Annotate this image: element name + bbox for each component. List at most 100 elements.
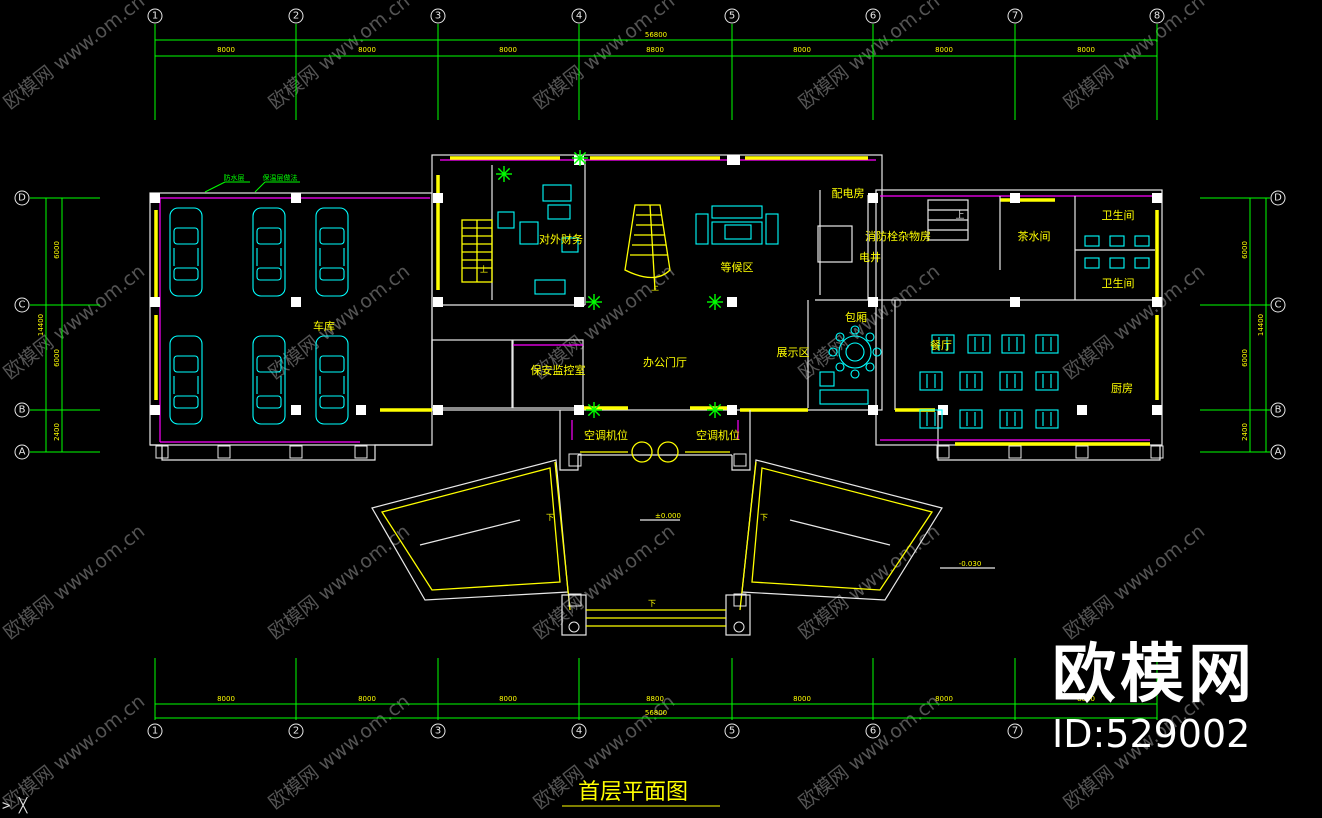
column (1152, 405, 1162, 415)
axis-label-6-bottom: 6 (870, 726, 876, 737)
dining-table (919, 371, 943, 391)
room-dining: 餐厅 (930, 338, 952, 352)
watermark-text: 欧模网 www.om.cn (265, 690, 415, 814)
svg-text:8000: 8000 (793, 695, 811, 703)
dining-table (999, 371, 1023, 391)
stairs: 上 上 上 (461, 199, 969, 292)
axis-label-8: 8 (1154, 11, 1160, 22)
axis-bubbles-bottom: 1 2 3 4 5 6 7 (147, 723, 1023, 739)
axis-label-D-right: D (1274, 193, 1282, 204)
axis-bubbles-right: D C B A (1270, 190, 1286, 460)
car (315, 335, 349, 425)
axis-bubbles-top: 1 2 3 4 5 6 7 8 (147, 8, 1165, 24)
garage-cars (169, 207, 349, 425)
column (868, 405, 878, 415)
room-fire-storage: 消防栓杂物房 (865, 229, 931, 243)
watermark-text: 欧模网 www.om.cn (265, 260, 415, 384)
dining-table (1035, 334, 1059, 354)
axis-label-A-left: A (19, 447, 26, 458)
axis-label-B-right: B (1275, 405, 1282, 416)
elevation-right: -0.030 (959, 560, 982, 568)
room-elevator: 电井 (859, 250, 881, 264)
room-tea: 茶水间 (1018, 230, 1051, 243)
plant-icon (586, 402, 602, 418)
dimensions-bottom: 8000 8000 8000 8800 8000 8000 8000 56800 (217, 695, 1095, 717)
svg-text:8000: 8000 (793, 46, 811, 54)
stair-up-center: 上 (651, 283, 659, 292)
room-garage: 车库 (313, 319, 335, 333)
svg-text:2400: 2400 (53, 423, 61, 441)
column-outline (1008, 445, 1022, 459)
ramp-down-right: 下 (760, 513, 768, 522)
dimensions-right: 6000 6000 2400 14400 (1241, 241, 1265, 441)
column (291, 297, 301, 307)
column-outline (733, 453, 747, 467)
svg-text:8000: 8000 (217, 46, 235, 54)
axis-label-4: 4 (576, 11, 582, 22)
dining-table (931, 334, 955, 354)
room-security: 保安监控室 (531, 363, 586, 377)
column (291, 405, 301, 415)
svg-text:2400: 2400 (1241, 423, 1249, 441)
column-outline (155, 445, 169, 459)
column (433, 405, 443, 415)
svg-text:6000: 6000 (53, 349, 61, 367)
svg-text:8000: 8000 (499, 46, 517, 54)
svg-text:8000: 8000 (499, 695, 517, 703)
svg-text:8000: 8000 (358, 46, 376, 54)
room-ac-right: 空调机位 (696, 428, 740, 442)
column (1010, 193, 1020, 203)
watermark-text: 欧模网 www.om.cn (530, 0, 680, 114)
dining-table (1001, 334, 1025, 354)
column-outline (568, 593, 582, 607)
wall-finish-lines (571, 420, 1150, 441)
column (938, 405, 948, 415)
column (150, 405, 160, 415)
dimensions-top: 8000 8000 8000 8800 8000 8000 8000 56800 (217, 31, 1095, 54)
room-ac-left: 空调机位 (584, 428, 628, 442)
column (1152, 193, 1162, 203)
axis-label-B-left: B (19, 405, 26, 416)
axis-label-1: 1 (152, 11, 158, 22)
watermark-text: 欧模网 www.om.cn (795, 520, 945, 644)
room-waiting: 等候区 (721, 260, 754, 274)
column (433, 297, 443, 307)
room-display: 展示区 (777, 346, 810, 359)
axis-label-7-bottom: 7 (1012, 726, 1018, 737)
axis-bubbles-left: D C B A (14, 190, 30, 460)
column (1077, 405, 1087, 415)
column-outline (217, 445, 231, 459)
watermark-text: 欧模网 www.om.cn (795, 690, 945, 814)
watermark-text: 欧模网 www.om.cn (1060, 520, 1210, 644)
svg-text:6000: 6000 (1241, 241, 1249, 259)
svg-text:8000: 8000 (1077, 695, 1095, 703)
plant-icon (707, 402, 723, 418)
axis-label-C-left: C (19, 300, 26, 311)
room-toilet-1: 卫生间 (1102, 208, 1135, 222)
room-labels: 车库 对外财务 等候区 配电房 消防栓杂物房 茶水间 卫生间 卫生间 电井 包厢… (313, 187, 1135, 608)
axis-label-5: 5 (729, 11, 735, 22)
svg-text:防水层: 防水层 (224, 173, 245, 182)
axis-label-5-bottom: 5 (729, 726, 735, 737)
elevation-center: ±0.000 (655, 512, 681, 520)
column-outline (354, 445, 368, 459)
svg-text:8800: 8800 (646, 46, 664, 54)
structural-columns (150, 155, 1164, 607)
room-lobby: 办公门厅 (643, 355, 687, 369)
column (150, 297, 160, 307)
watermark-text: 欧模网 www.om.cn (0, 260, 149, 384)
column (433, 193, 443, 203)
room-toilet-2: 卫生间 (1102, 276, 1135, 290)
column (730, 155, 740, 165)
dining-table (959, 371, 983, 391)
dining-table (919, 409, 943, 429)
plant-icon (586, 294, 602, 310)
dining-table (1035, 371, 1059, 391)
column (868, 193, 878, 203)
axis-label-2-bottom: 2 (293, 726, 299, 737)
column (727, 297, 737, 307)
plants (496, 150, 723, 418)
plant-icon (707, 294, 723, 310)
dimensions-left: 6000 6000 2400 14400 (37, 241, 61, 441)
